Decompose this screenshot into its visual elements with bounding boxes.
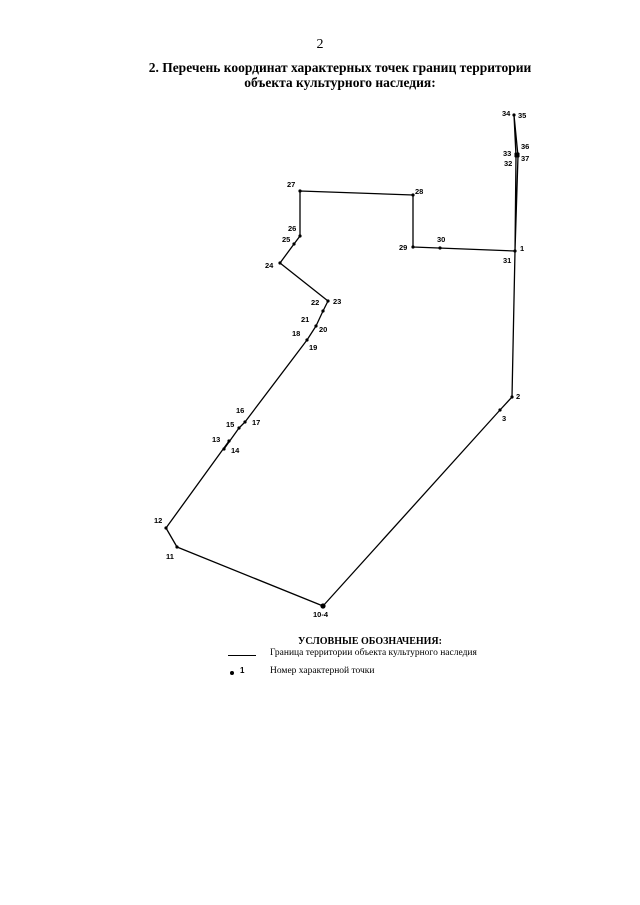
boundary-point (314, 324, 318, 328)
boundary-point (321, 309, 325, 313)
point-label: 24 (265, 261, 274, 270)
point-label: 3 (502, 414, 506, 423)
point-label: 15 (226, 420, 234, 429)
point-label: 16 (236, 406, 244, 415)
point-label: 28 (415, 187, 423, 196)
legend-boundary-symbol (228, 648, 258, 662)
point-label: 31 (503, 256, 511, 265)
boundary-point (516, 154, 520, 158)
point-label: 34 (502, 109, 511, 118)
boundary-point (243, 420, 247, 424)
boundary-point (320, 603, 326, 609)
title-line-2: объекта культурного наследия: (244, 75, 436, 90)
point-label: 13 (212, 435, 220, 444)
point-label: 35 (518, 111, 526, 120)
page-title: 2. Перечень координат характерных точек … (100, 60, 580, 90)
boundary-point (498, 408, 502, 412)
point-label: 21 (301, 315, 309, 324)
boundary-point (510, 395, 514, 399)
legend-point-symbol: 1 (228, 666, 258, 680)
boundary-point (512, 113, 516, 117)
boundary-point (222, 447, 226, 451)
point-label: 33 (503, 149, 511, 158)
point-label: 17 (252, 418, 260, 427)
title-line-1: 2. Перечень координат характерных точек … (148, 60, 532, 75)
point-label: 20 (319, 325, 327, 334)
point-label: 32 (504, 159, 512, 168)
boundary-point (305, 338, 309, 342)
boundary-point (438, 246, 442, 250)
boundary-lines (165, 114, 519, 607)
point-label: 12 (154, 516, 162, 525)
point-label: 25 (282, 235, 290, 244)
point-label: 37 (521, 154, 529, 163)
boundary-point (411, 193, 415, 197)
point-label: 14 (231, 446, 240, 455)
boundary-point (292, 242, 296, 246)
boundary-point (513, 249, 517, 253)
point-label: 19 (309, 343, 317, 352)
boundary-point (227, 439, 231, 443)
boundary-point (411, 245, 415, 249)
legend-point-number: 1 (240, 666, 245, 675)
boundary-point (298, 189, 302, 193)
boundary-point (175, 545, 179, 549)
point-label: 30 (437, 235, 445, 244)
boundary-point (326, 299, 330, 303)
legend-point-text: Номер характерной точки (270, 666, 375, 676)
point-label: 22 (311, 298, 319, 307)
point-label: 29 (399, 243, 407, 252)
boundary-points (164, 113, 520, 609)
boundary-point (164, 526, 168, 530)
boundary-point (298, 234, 302, 238)
point-label: 1 (520, 244, 524, 253)
legend-boundary-text: Граница территории объекта культурного н… (270, 648, 477, 658)
point-label: 18 (292, 329, 300, 338)
boundary-point (278, 261, 282, 265)
point-label: 23 (333, 297, 341, 306)
point-label: 27 (287, 180, 295, 189)
point-label: 36 (521, 142, 529, 151)
legend-title: УСЛОВНЫЕ ОБОЗНАЧЕНИЯ: (298, 636, 442, 647)
point-label: 26 (288, 224, 296, 233)
point-label: 2 (516, 392, 520, 401)
point-label: 10-4 (313, 610, 329, 619)
point-label: 11 (166, 552, 174, 561)
page-number: 2 (316, 37, 324, 52)
boundary-line (165, 114, 519, 607)
boundary-point (237, 426, 241, 430)
